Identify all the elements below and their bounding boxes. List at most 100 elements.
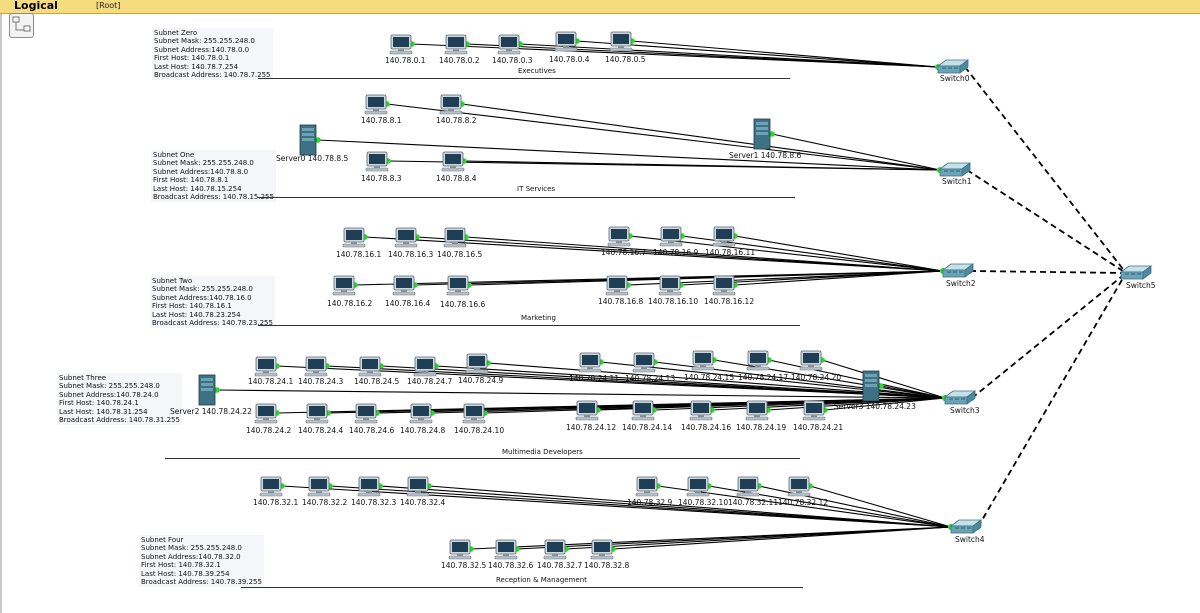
switch-label[interactable]: Switch1 xyxy=(942,177,972,186)
pc-label[interactable]: 140.78.24.20 xyxy=(791,373,842,382)
logical-view-button[interactable] xyxy=(9,13,34,38)
mode-label: Logical xyxy=(14,0,58,12)
pc-label[interactable]: 140.78.8.3 xyxy=(361,174,402,183)
subnet-info-line: Last Host: 140.78.15.254 xyxy=(153,184,242,193)
subnet-info-line: Broadcast Address: 140.78.23.255 xyxy=(152,319,273,328)
pc-label[interactable]: 140.78.24.19 xyxy=(736,423,787,432)
pc-label[interactable]: 140.78.24.7 xyxy=(407,377,453,386)
section-title: IT Services xyxy=(517,185,556,193)
pc-label[interactable]: 140.78.0.4 xyxy=(549,55,590,64)
pc-label[interactable]: 140.78.0.5 xyxy=(605,55,646,64)
server-label[interactable]: Server0 140.78.8.5 xyxy=(276,154,349,163)
pc-label[interactable]: 140.78.8.1 xyxy=(361,116,402,125)
pc-icon xyxy=(462,403,486,424)
pc-label[interactable]: 140.78.32.1 xyxy=(253,498,299,507)
breadcrumb[interactable]: [Root] xyxy=(96,1,121,10)
pc-label[interactable]: 140.78.24.9 xyxy=(458,376,504,385)
pc-label[interactable]: 140.78.24.6 xyxy=(349,426,395,435)
server-label[interactable]: Server1 140.78.8.6 xyxy=(729,151,802,160)
pc-stand xyxy=(314,418,320,420)
pc-label[interactable]: 140.78.8.4 xyxy=(436,174,477,183)
pc-icon xyxy=(802,400,826,421)
pc-label[interactable]: 140.78.24.3 xyxy=(298,377,344,386)
pc-label[interactable]: 140.78.32.2 xyxy=(302,498,348,507)
pc-label[interactable]: 140.78.16.5 xyxy=(437,250,483,259)
subnet-info-line: First Host: 140.78.24.1 xyxy=(59,399,139,408)
pc-stand xyxy=(313,371,319,373)
section-separator xyxy=(258,78,790,79)
ethernet-link xyxy=(713,359,946,399)
pc-label[interactable]: 140.78.0.2 xyxy=(439,56,480,65)
pc-label[interactable]: 140.78.16.4 xyxy=(385,299,431,308)
ethernet-link xyxy=(734,235,944,272)
pc-icon xyxy=(609,31,633,52)
switch-label[interactable]: Switch3 xyxy=(950,406,980,415)
switch-label[interactable]: Switch4 xyxy=(955,535,985,544)
pc-label[interactable]: 140.78.32.4 xyxy=(400,498,446,507)
pc-label[interactable]: 140.78.32.11 xyxy=(728,498,779,507)
pc-label[interactable]: 140.78.24.13 xyxy=(625,374,676,383)
pc-label[interactable]: 140.78.16.9 xyxy=(653,248,699,257)
top-toolbar: Logical [Root] xyxy=(0,0,1200,14)
pc-label[interactable]: 140.78.8.2 xyxy=(436,116,477,125)
pc-label[interactable]: 140.78.32.9 xyxy=(627,498,673,507)
switch-icon xyxy=(943,390,977,405)
pc-label[interactable]: 140.78.24.15 xyxy=(684,373,735,382)
pc-stand xyxy=(374,166,380,168)
switch-label[interactable]: Switch5 xyxy=(1126,281,1156,290)
pc-label[interactable]: 140.78.32.8 xyxy=(584,561,630,570)
pc-label[interactable]: 140.78.16.11 xyxy=(705,248,756,257)
pc-label[interactable]: 140.78.24.4 xyxy=(298,426,344,435)
server-icon xyxy=(862,370,880,402)
pc-label[interactable]: 140.78.16.10 xyxy=(648,297,699,306)
switch-icon xyxy=(949,519,983,534)
pc-label[interactable]: 140.78.32.12 xyxy=(778,498,829,507)
pc-label[interactable]: 140.78.16.3 xyxy=(388,250,434,259)
pc-label[interactable]: 140.78.24.2 xyxy=(246,426,292,435)
subnet-info-line: Subnet Address:140.78.24.0 xyxy=(59,390,159,399)
pc-stand xyxy=(614,290,620,292)
pc-label[interactable]: 140.78.16.6 xyxy=(440,300,486,309)
pc-label[interactable]: 140.78.0.1 xyxy=(385,56,426,65)
pc-label[interactable]: 140.78.24.1 xyxy=(248,377,294,386)
pc-label[interactable]: 140.78.16.8 xyxy=(598,297,644,306)
pc-stand xyxy=(457,554,463,556)
pc-label[interactable]: 140.78.24.21 xyxy=(793,423,844,432)
pc-label[interactable]: 140.78.24.8 xyxy=(400,426,446,435)
pc-label[interactable]: 140.78.32.10 xyxy=(678,498,729,507)
pc-label[interactable]: 140.78.32.3 xyxy=(351,498,397,507)
pc-label[interactable]: 140.78.24.11 xyxy=(569,374,620,383)
pc-icon xyxy=(342,227,366,248)
pc-keyboard xyxy=(305,419,329,424)
ethernet-link xyxy=(734,270,944,286)
server-label[interactable]: Server3 140.78.24.23 xyxy=(834,402,916,411)
pc-label[interactable]: 140.78.24.17 xyxy=(738,373,789,382)
pc-label[interactable]: 140.78.24.10 xyxy=(454,426,505,435)
pc-icon xyxy=(686,476,710,497)
pc-label[interactable]: 140.78.16.1 xyxy=(336,250,382,259)
pc-icon xyxy=(631,400,655,421)
pc-keyboard xyxy=(686,492,710,497)
pc-label[interactable]: 140.78.24.12 xyxy=(566,423,617,432)
pc-stand xyxy=(341,290,347,292)
pc-label[interactable]: 140.78.0.3 xyxy=(492,56,533,65)
pc-label[interactable]: 140.78.16.2 xyxy=(327,299,373,308)
pc-label[interactable]: 140.78.32.6 xyxy=(488,561,534,570)
pc-label[interactable]: 140.78.16.12 xyxy=(704,297,755,306)
section-separator xyxy=(165,458,800,459)
switch-label[interactable]: Switch2 xyxy=(946,279,976,288)
server-label[interactable]: Server2 140.78.24.22 xyxy=(170,407,252,416)
pc-label[interactable]: 140.78.32.7 xyxy=(537,561,583,570)
pc-label[interactable]: 140.78.24.14 xyxy=(622,423,673,432)
pc-label[interactable]: 140.78.16.7 xyxy=(601,248,647,257)
pc-label[interactable]: 140.78.24.5 xyxy=(354,377,400,386)
pc-label[interactable]: 140.78.32.5 xyxy=(441,561,487,570)
pc-label[interactable]: 140.78.24.16 xyxy=(681,423,732,432)
pc-stand xyxy=(366,491,372,493)
switch-label[interactable]: Switch0 xyxy=(940,74,970,83)
